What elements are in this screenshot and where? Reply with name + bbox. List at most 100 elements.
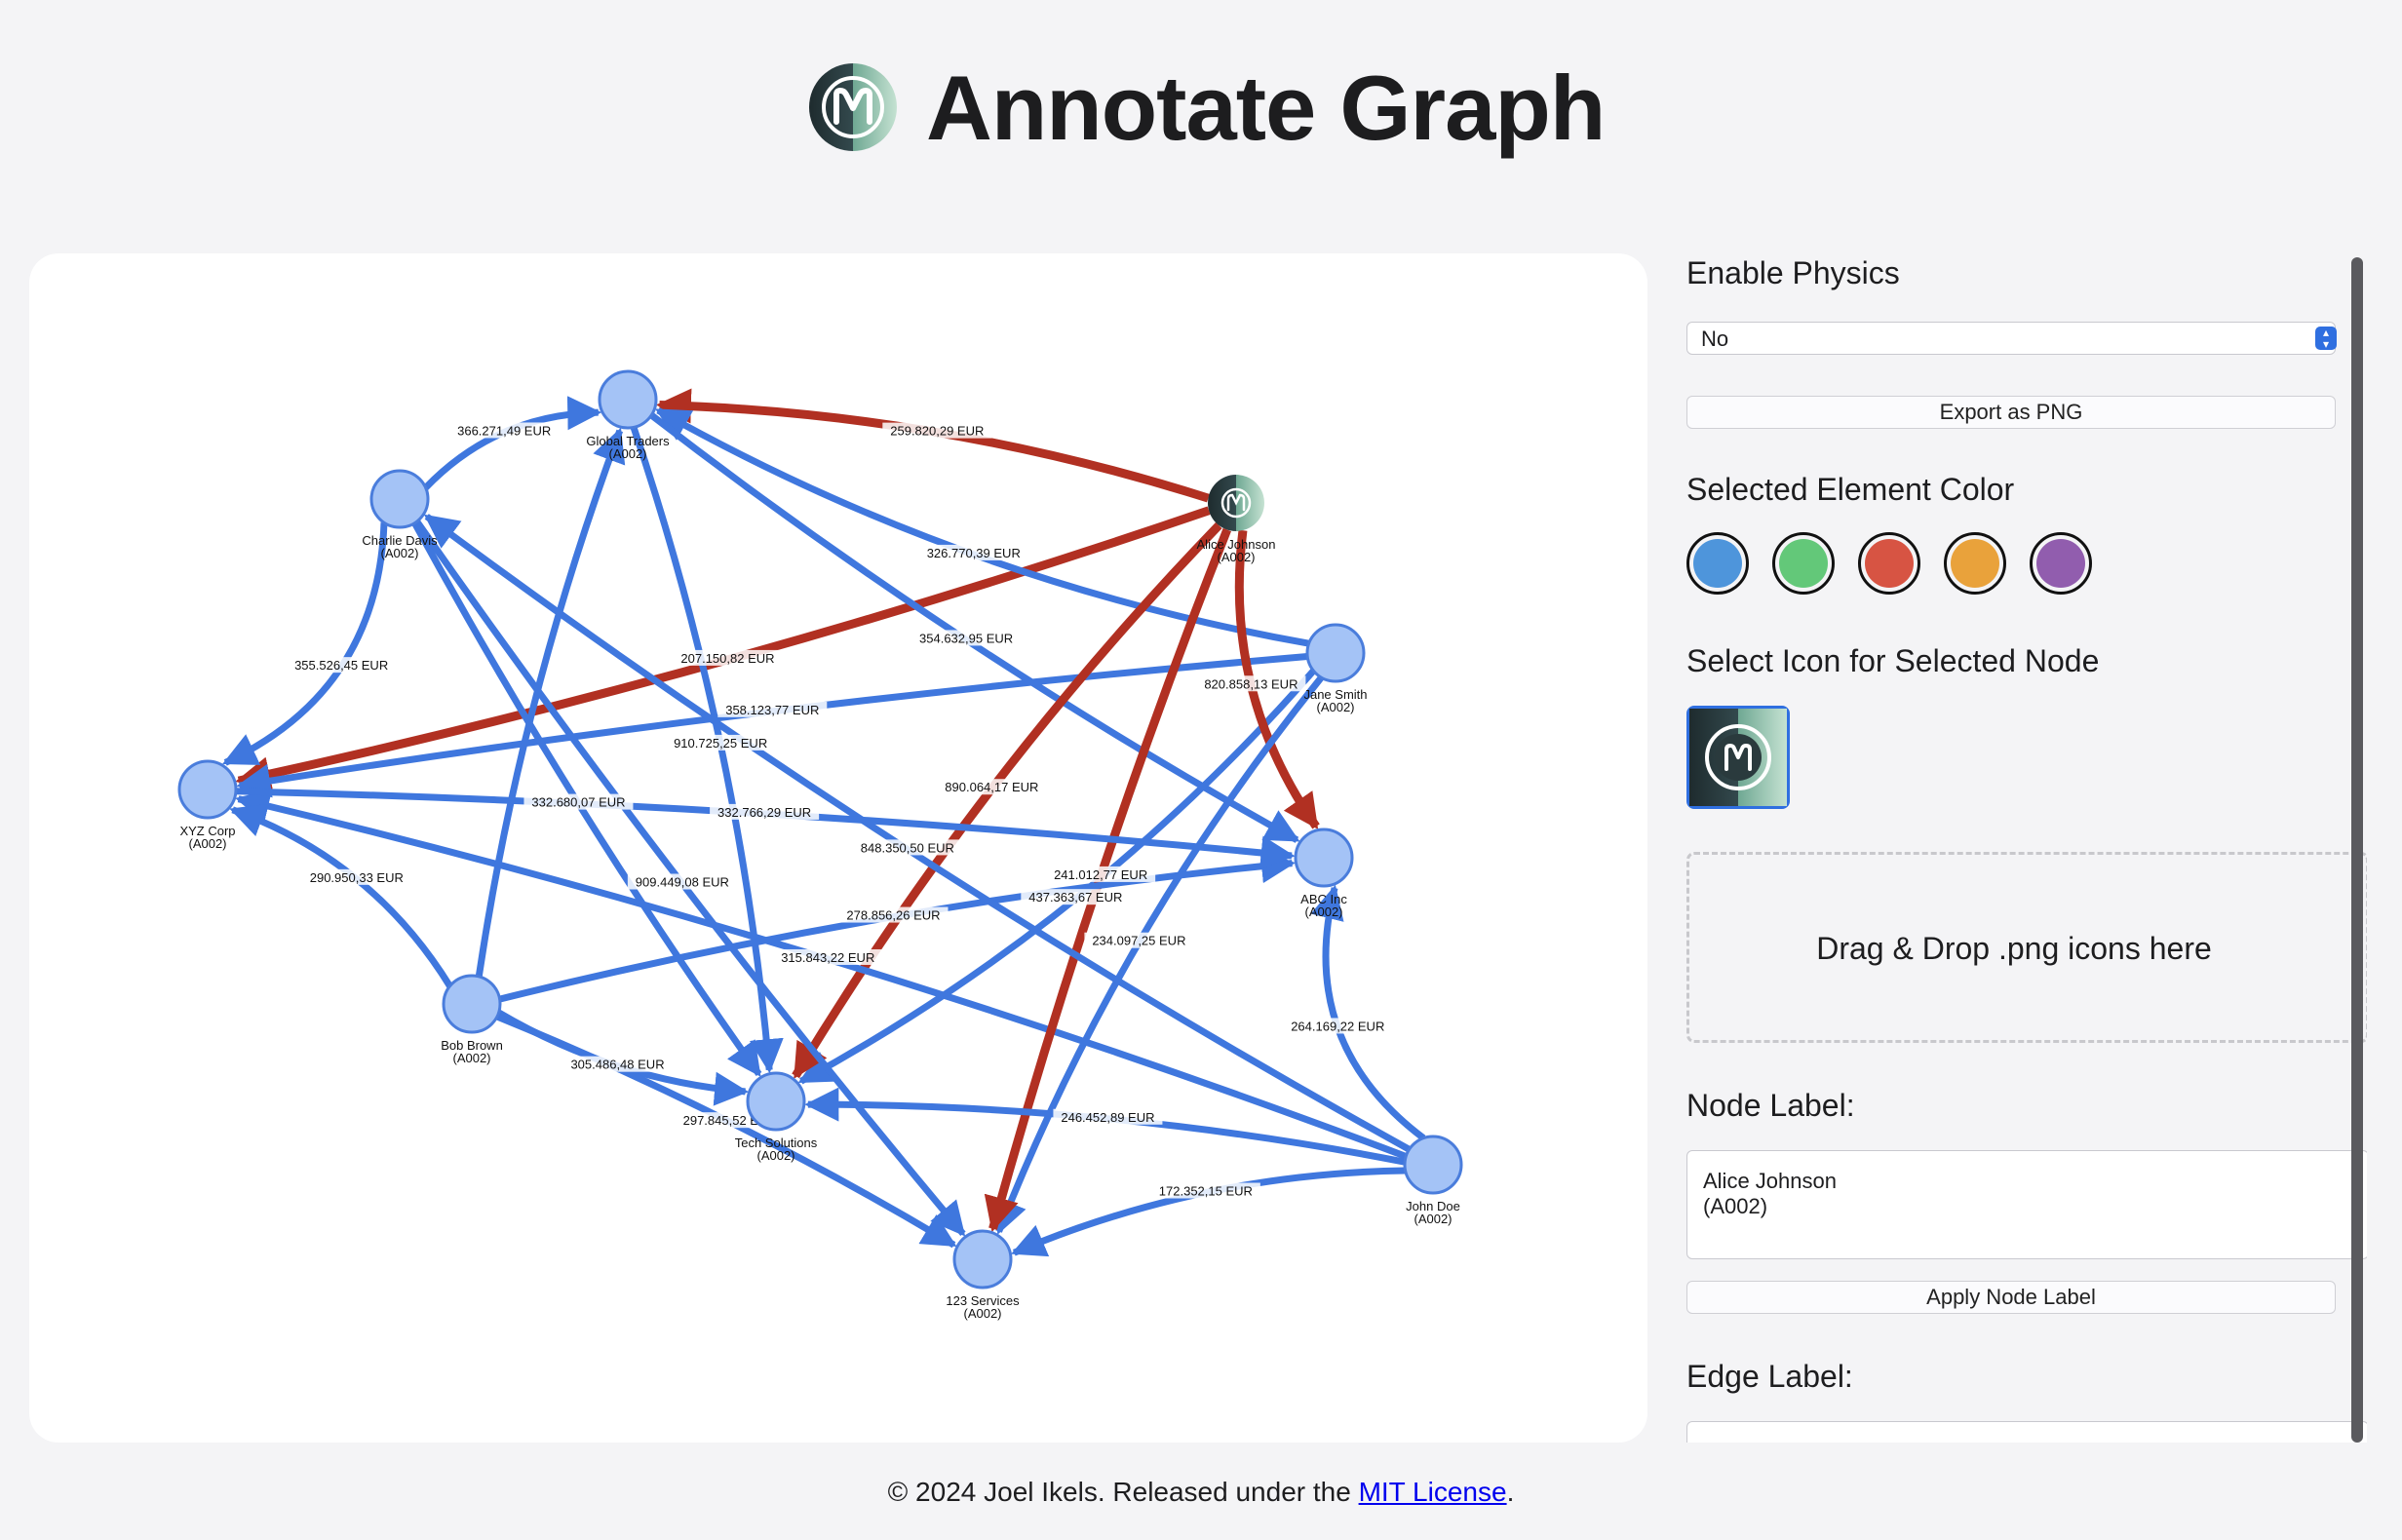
graph-node-s123[interactable]: 123 Services(A002) [946,1229,1020,1321]
graph-edge[interactable] [649,412,1300,843]
edge-label: 910.725,25 EUR [674,736,767,751]
color-swatch-2[interactable] [1772,532,1835,595]
edge-label-bg [773,948,883,965]
graph-edge[interactable] [236,652,1308,798]
edge-label: 259.820,29 EUR [890,424,984,439]
edge-label: 234.097,25 EUR [1092,934,1185,948]
mit-license-link[interactable]: MIT License [1358,1477,1507,1507]
edge-label: 909.449,08 EUR [636,874,729,889]
edge-label-bg [918,544,1028,560]
edge-label: 326.770,39 EUR [927,546,1021,560]
edge-label-bg [627,873,737,890]
edge-label-bg [1046,866,1156,882]
icon-dropzone[interactable]: Drag & Drop .png icons here [1686,852,2367,1043]
edge-label: 358.123,77 EUR [725,703,819,717]
graph-node-xyz[interactable]: XYZ Corp(A002) [177,759,238,851]
logo-m-glyph [1226,493,1246,512]
edge-label: 305.486,48 EUR [570,1058,664,1072]
edge-label: 315.843,22 EUR [781,950,874,965]
graph-edge[interactable] [495,1013,957,1249]
node-label-name: Tech Solutions [735,1136,818,1150]
color-swatch-1[interactable] [1686,532,1749,595]
edge-label: 332.766,29 EUR [717,805,811,820]
node-label-name: John Doe [1406,1199,1460,1213]
node-label-name: ABC Inc [1300,892,1347,906]
node-label-code: (A002) [608,446,646,461]
edge-label-bg [1084,932,1194,948]
edge-label: 332.680,07 EUR [531,795,625,810]
graph-node-abc[interactable]: ABC Inc(A002) [1294,828,1354,919]
dropzone-label: Drag & Drop .png icons here [1816,931,2212,966]
edge-label: 354.632,95 EUR [919,631,1013,645]
graph-node-charlie[interactable]: Charlie Davis(A002) [362,469,438,560]
edge-label-bg [673,649,783,666]
graph-edge[interactable] [1310,884,1426,1141]
node-label-code: (A002) [452,1051,490,1065]
graph-node-alice[interactable]: Alice Johnson(A002) [1197,475,1276,564]
edge-label: 355.526,45 EUR [294,658,388,673]
node-label-name: Global Traders [586,434,670,448]
graph-edge[interactable] [222,522,388,766]
graph-edge[interactable] [496,1009,750,1106]
edge-label-bg [523,793,634,810]
node-label-name: Bob Brown [441,1038,503,1053]
node-label-code: (A002) [1217,550,1255,564]
graph-edge[interactable] [229,804,453,988]
edge-label-bg [852,839,962,856]
edge-label: 207.150,82 EUR [680,651,774,666]
node-label-code: (A002) [1316,700,1354,714]
color-swatch-fill [1951,539,1999,588]
graph-node-john[interactable]: John Doe(A002) [1403,1135,1463,1226]
color-swatch-fill [1693,539,1742,588]
node-label-code: (A002) [1414,1212,1452,1226]
logo-ring [1220,487,1252,519]
edge-label: 246.452,89 EUR [1061,1110,1154,1125]
control-panel: Enable Physics No ▴▾ Export as PNG Selec… [1686,255,2367,1443]
edge-label: 264.169,22 EUR [1291,1019,1384,1033]
graph-edge[interactable] [475,427,626,978]
export-png-button[interactable]: Export as PNG [1686,396,2336,429]
edge-label-bg [911,630,1022,646]
node-label-code: (A002) [756,1148,794,1163]
edge-label-bg [710,803,820,820]
graph-node-bob[interactable]: Bob Brown(A002) [441,974,503,1065]
color-swatch-4[interactable] [1944,532,2006,595]
node-circle [369,469,430,529]
edge-label-bg [1021,889,1131,905]
graph-node-global[interactable]: Global Traders(A002) [586,369,670,461]
color-swatch-fill [2036,539,2085,588]
footer: © 2024 Joel Ikels. Released under the MI… [0,1477,2402,1508]
icon-option[interactable] [1686,706,1790,809]
color-swatch-fill [1865,539,1914,588]
node-circle [1305,623,1366,683]
node-label-name: Alice Johnson [1197,537,1276,552]
edge-label: 848.350,50 EUR [861,840,954,855]
node-label-code: (A002) [963,1306,1001,1321]
edges-layer[interactable] [222,388,1426,1257]
color-swatch-5[interactable] [2030,532,2092,595]
physics-select[interactable]: No ▴▾ [1686,322,2337,355]
m-logo-icon [1689,709,1787,806]
edge-label: 241.012,77 EUR [1054,867,1147,882]
node-circle [746,1071,806,1132]
edge-label-bg [562,1056,673,1072]
edge-label-bg [937,779,1047,795]
node-label-code: (A002) [380,546,418,560]
node-label-input[interactable]: Alice Johnson (A002) [1686,1150,2367,1259]
physics-title: Enable Physics [1686,255,1900,290]
graph-node-tech[interactable]: Tech Solutions(A002) [735,1071,818,1163]
color-swatch-3[interactable] [1858,532,1920,595]
select-arrows-icon: ▴▾ [2315,327,2337,350]
nodes-layer[interactable]: Global Traders(A002)Charlie Davis(A002)A… [177,369,1463,1321]
apply-node-label-button[interactable]: Apply Node Label [1686,1281,2336,1314]
edge-label: 437.363,67 EUR [1028,890,1122,905]
node-circle [1294,828,1354,888]
graph-node-jane[interactable]: Jane Smith(A002) [1303,623,1368,714]
panel-scrollbar[interactable] [2351,257,2363,1443]
edge-label-input[interactable] [1686,1421,2367,1443]
m-logo-icon [809,63,897,151]
edge-label-bg [717,701,828,717]
